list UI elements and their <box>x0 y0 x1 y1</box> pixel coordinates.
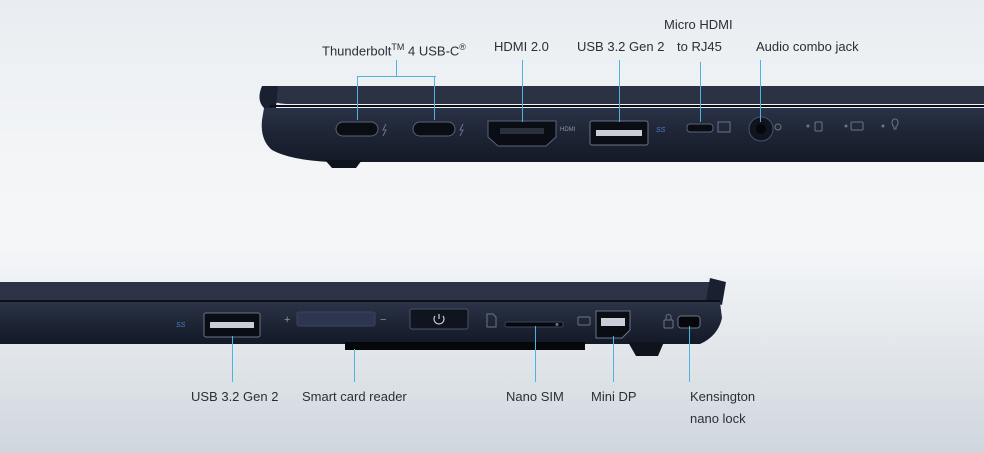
micro-hdmi-leader <box>700 62 701 122</box>
lock-icon <box>663 314 674 329</box>
usb-left-label: USB 3.2 Gen 2 <box>191 389 279 404</box>
ss-logo-right: SS <box>656 127 666 134</box>
thunderbolt-icon <box>459 123 464 137</box>
volume-rocker <box>296 311 376 327</box>
thunderbolt-port-1 <box>335 121 379 137</box>
usb-right-label: USB 3.2 Gen 2 <box>577 39 665 54</box>
thunderbolt-port-2 <box>412 121 456 137</box>
status-led <box>844 124 848 128</box>
minidp-leader <box>613 336 614 382</box>
micro-hdmi-label-line1: Micro HDMI <box>664 17 733 32</box>
hdmi-leader <box>522 60 523 122</box>
thunderbolt-icon <box>382 123 387 137</box>
minidp-label: Mini DP <box>591 389 637 404</box>
usb-left-leader <box>232 336 233 382</box>
audio-label: Audio combo jack <box>756 39 859 54</box>
nanosim-label: Nano SIM <box>506 389 564 404</box>
hdmi-port-mark: HDMI <box>560 127 576 133</box>
headset-icon <box>774 123 782 131</box>
ss-logo-left: SS <box>176 322 186 329</box>
smartcard-label: Smart card reader <box>302 389 407 404</box>
thunderbolt-bracket <box>357 76 436 77</box>
sim-card-icon <box>486 313 497 328</box>
smartcard-leader <box>354 349 355 382</box>
nano-sim-slot <box>504 321 564 328</box>
micro-hdmi-label-line2: to RJ45 <box>677 39 722 54</box>
battery-icon <box>850 121 864 131</box>
micro-hdmi-port <box>686 123 714 133</box>
thunderbolt-leader-stem <box>396 60 397 76</box>
hdmi-label: HDMI 2.0 <box>494 39 549 54</box>
display-icon <box>577 316 591 326</box>
thunderbolt-leader-1 <box>357 76 358 120</box>
kensington-leader <box>689 326 690 382</box>
power-indicator-icon <box>891 118 899 130</box>
volume-minus-mark: − <box>380 314 386 326</box>
power-icon <box>433 314 445 325</box>
nanosim-leader <box>535 326 536 382</box>
usb-right-leader <box>619 60 620 122</box>
audio-leader <box>760 60 761 122</box>
kensington-label-line2: nano lock <box>690 411 746 426</box>
thunderbolt-leader-2 <box>434 76 435 120</box>
network-icon <box>717 121 731 133</box>
kensington-label-line1: Kensington <box>690 389 756 404</box>
status-led <box>806 124 810 128</box>
volume-plus-mark: + <box>284 314 290 326</box>
smart-card-slot <box>345 342 585 350</box>
status-led <box>881 124 885 128</box>
thunderbolt-label: ThunderboltTM 4 USB-C® <box>322 42 466 59</box>
storage-icon <box>814 121 823 132</box>
